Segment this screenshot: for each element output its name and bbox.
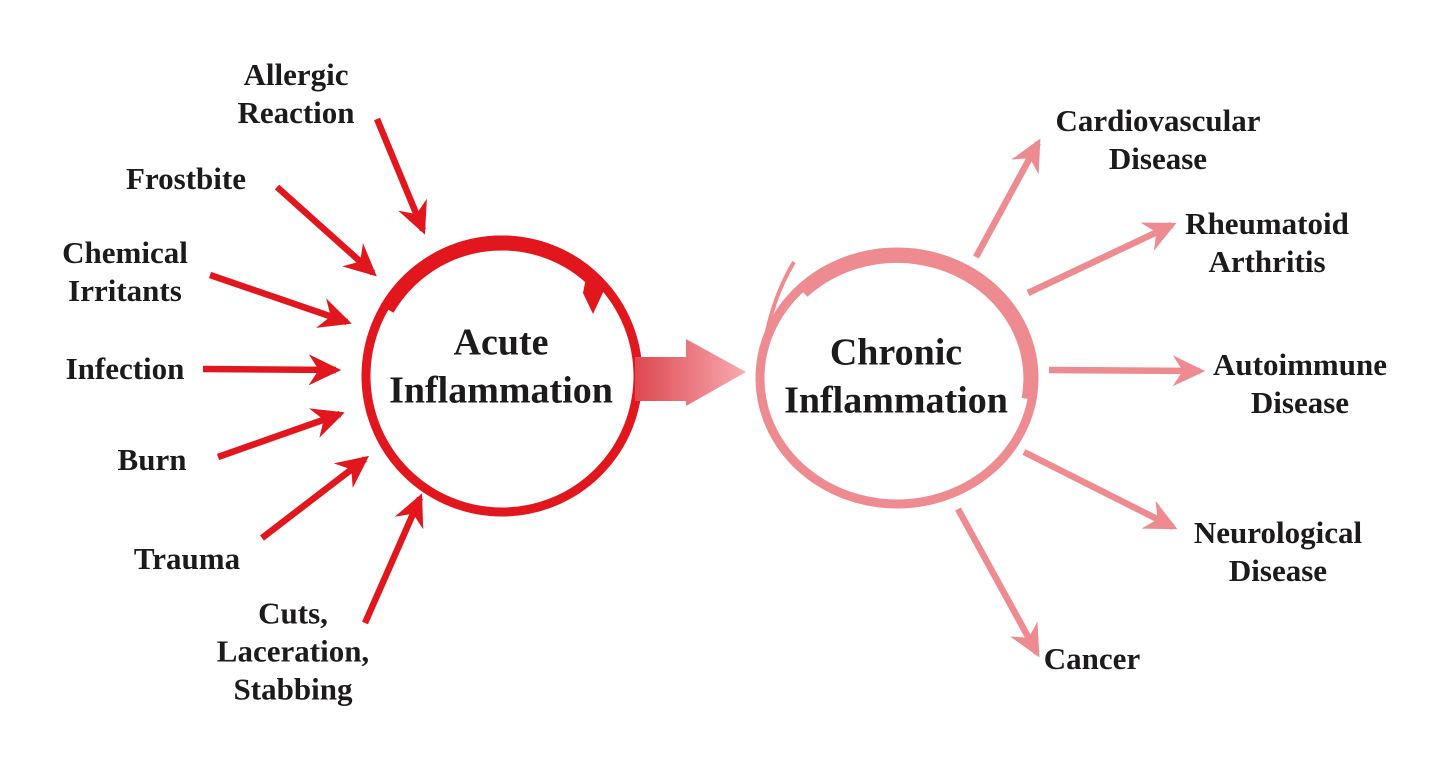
- cause-label-line: Infection: [65, 351, 185, 387]
- outcome-label-neurological-disease: Neurological Disease: [1194, 514, 1362, 590]
- node-label-line: Acute: [453, 321, 549, 364]
- chronic-inflammation-label: Chronic Inflammation: [784, 330, 1008, 425]
- cause-label-chemical-irritants: Chemical Irritants: [62, 234, 188, 310]
- cause-label-line: Chemical: [62, 235, 188, 271]
- outcome-label-cancer: Cancer: [1044, 640, 1140, 678]
- cause-label-trauma: Trauma: [134, 540, 240, 578]
- cause-label-line: Frostbite: [126, 161, 246, 197]
- node-label-line: Chronic: [829, 331, 963, 374]
- cause-label-line: Stabbing: [233, 670, 353, 706]
- outcome-label-line: Rheumatoid: [1185, 206, 1349, 242]
- arrow-infection: [202, 354, 342, 386]
- arrow-neurological-disease: [1022, 449, 1178, 530]
- node-label-line: Inflammation: [784, 379, 1008, 421]
- arrow-chemical-irritants: [208, 271, 352, 328]
- cause-label-cuts-laceration-stabbing: Cuts, Laceration, Stabbing: [217, 594, 369, 707]
- outcome-label-line: Autoimmune: [1213, 347, 1387, 383]
- arrow-trauma: [260, 455, 370, 541]
- outcome-label-cardiovascular-disease: Cardiovascular Disease: [1056, 102, 1261, 178]
- outcome-label-autoimmune-disease: Autoimmune Disease: [1213, 346, 1387, 422]
- node-label-line: Inflammation: [389, 369, 613, 411]
- cause-label-infection: Infection: [66, 350, 185, 388]
- cause-label-line: Irritants: [68, 273, 182, 308]
- cause-label-line: Burn: [117, 442, 187, 478]
- arrow-cuts-laceration-stabbing: [362, 493, 424, 625]
- arrow-acute-to-chronic: [635, 339, 746, 406]
- outcome-label-line: Arthritis: [1208, 244, 1326, 279]
- cause-label-burn: Burn: [118, 441, 187, 479]
- cause-label-line: Laceration,: [216, 633, 370, 669]
- cause-label-line: Trauma: [133, 541, 241, 577]
- outcome-label-line: Disease: [1250, 385, 1350, 420]
- arrow-rheumatoid-arthritis: [1026, 222, 1177, 296]
- arrow-autoimmune-disease: [1048, 355, 1206, 387]
- arrow-cardiovascular-disease: [973, 138, 1041, 259]
- arrow-cancer: [955, 507, 1040, 658]
- arrow-burn: [216, 408, 345, 461]
- cause-label-allergic-reaction: Allergic Reaction: [237, 56, 354, 132]
- cause-label-line: Allergic: [243, 57, 349, 93]
- acute-inflammation-label: Acute Inflammation: [389, 320, 613, 415]
- outcome-label-line: Cardiovascular: [1055, 103, 1261, 139]
- chronic-inflammation-circle: [755, 247, 1039, 509]
- arrow-allergic-reaction: [373, 117, 427, 235]
- cause-label-frostbite: Frostbite: [126, 160, 246, 198]
- outcome-label-line: Disease: [1228, 553, 1328, 588]
- outcome-label-line: Cancer: [1043, 641, 1141, 677]
- arrow-frostbite: [274, 184, 377, 277]
- outcome-label-line: Neurological: [1193, 515, 1363, 551]
- outcome-label-rheumatoid-arthritis: Rheumatoid Arthritis: [1185, 205, 1349, 281]
- cause-label-line: Cuts,: [258, 595, 328, 631]
- outcome-label-line: Disease: [1108, 141, 1208, 176]
- cause-label-line: Reaction: [237, 95, 355, 130]
